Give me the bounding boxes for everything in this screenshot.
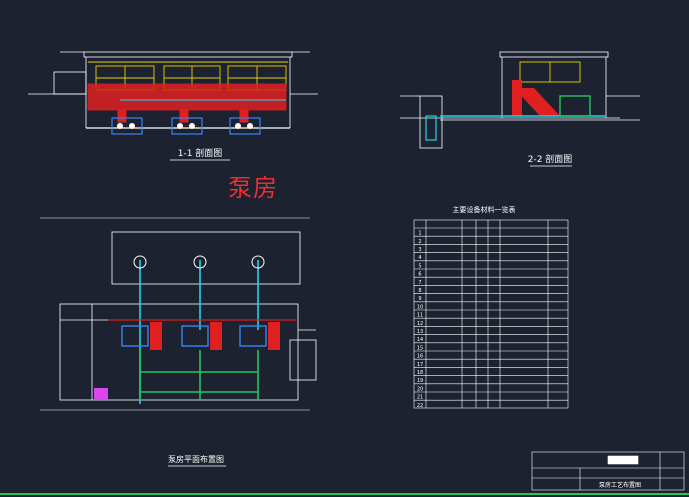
table-row-number: 21 [417, 395, 423, 401]
table-row-number: 10 [417, 304, 423, 310]
section-1-1-pump-detail [117, 123, 253, 129]
table-row-number: 6 [418, 272, 421, 278]
table-row-number: 8 [418, 288, 421, 294]
plan-label: 泵房平面布置图 [168, 454, 224, 464]
section-2-2-window [519, 61, 581, 83]
table-row-number: 18 [417, 370, 423, 376]
title-block [531, 451, 685, 491]
table-row-number: 1 [418, 231, 421, 237]
section-1-1-label: 1-1 剖面图 [178, 147, 223, 159]
table-title: 主要设备材料一览表 [453, 205, 516, 214]
section-1-1-pumps [111, 117, 261, 135]
table-row-number: 11 [417, 313, 423, 319]
section-2-2-piping [425, 80, 606, 141]
section-2-2-label: 2-2 剖面图 [528, 153, 573, 165]
equipment-table [413, 219, 569, 409]
table-row-number: 16 [417, 354, 423, 360]
table-row-number: 13 [417, 329, 423, 335]
table-row-number: 17 [417, 362, 423, 368]
table-row-number: 7 [418, 280, 421, 286]
table-row-number: 2 [418, 239, 421, 245]
table-row-number: 15 [417, 345, 423, 351]
plan-pumps [94, 255, 280, 400]
table-row-number: 19 [417, 378, 423, 384]
section-1-1-piping [87, 83, 287, 123]
table-row-number: 3 [418, 247, 421, 253]
plan-pipes-green [139, 350, 259, 400]
section-2-2-drawing [400, 51, 640, 149]
table-row-number: 20 [417, 386, 423, 392]
table-row-number: 9 [418, 296, 421, 302]
table-row-number: 14 [417, 337, 423, 343]
pump-room-title: 泵房 [228, 174, 278, 202]
table-row-number: 4 [418, 255, 421, 261]
table-row-number: 5 [418, 263, 421, 269]
section-1-1-drawing [28, 51, 318, 129]
table-row-number: 12 [417, 321, 423, 327]
title-block-label: 泵房工艺布置图 [599, 481, 641, 489]
plan-outline [40, 217, 317, 411]
table-row-number: 22 [417, 403, 423, 409]
